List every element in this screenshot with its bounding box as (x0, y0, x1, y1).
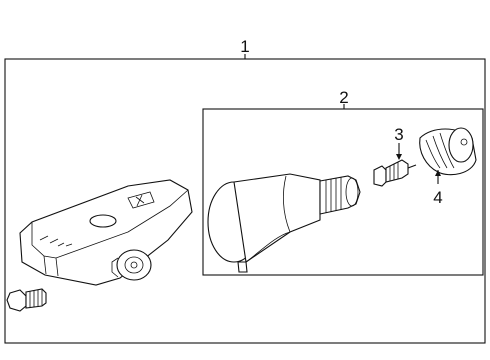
valve-core-threads (389, 162, 399, 181)
screw-threads (29, 289, 43, 307)
sensor-text-emboss (39, 235, 73, 247)
sensor-boss-flange (111, 257, 119, 278)
valve-core: 3 (373, 125, 417, 187)
callout-1-label: 1 (240, 37, 249, 56)
assembly-group: 1 (4, 37, 486, 344)
mounting-screw (6, 288, 47, 312)
callout-4-arrow (435, 170, 441, 176)
sensor-logo-emboss (127, 191, 155, 209)
sensor-boss-inner (124, 256, 144, 274)
valve-core-body (385, 159, 409, 183)
cap-ribs (425, 132, 455, 169)
valve-stem-ring (282, 175, 291, 233)
valve-core-pin (407, 164, 417, 169)
valve-kit-frame (202, 108, 484, 276)
sensor-housing-outline (19, 179, 193, 286)
callout-3-arrow (396, 154, 402, 160)
valve-stem-tab (237, 261, 248, 273)
tpms-sensor-body (19, 179, 193, 286)
valve-stem (207, 173, 361, 273)
screw-shank (25, 288, 47, 309)
screw-head (6, 289, 27, 312)
valve-stem-mouth (345, 177, 359, 207)
sensor-housing-edge (43, 255, 47, 275)
callout-4-label: 4 (433, 188, 442, 207)
valve-stem-body (233, 173, 321, 263)
valve-kit-group: 2 (202, 88, 484, 276)
valve-cap: 4 (419, 127, 477, 207)
sensor-logo-mark (135, 194, 145, 207)
sensor-hole (89, 214, 117, 228)
sensor-boss (116, 249, 152, 281)
sensor-boss-hole (130, 261, 138, 269)
callout-2-label: 2 (339, 88, 348, 107)
callout-3-label: 3 (394, 125, 403, 144)
cap-end (448, 127, 474, 163)
cap-end-hole (460, 138, 468, 146)
valve-stem-threads (325, 177, 342, 213)
sensor-housing-edge-2 (55, 257, 59, 277)
valve-core-rear (373, 165, 387, 187)
valve-stem-contour (245, 231, 291, 263)
valve-stem-neck (319, 175, 361, 215)
